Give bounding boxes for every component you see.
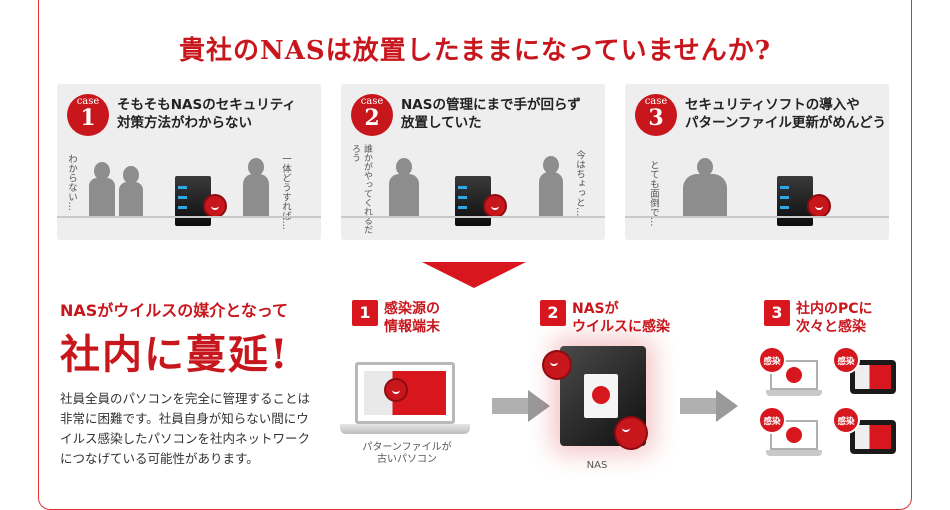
step-number: 1 <box>352 300 378 326</box>
person-silhouette <box>539 156 563 218</box>
case-card-2: case 2 NASの管理にまで手が回らず 放置していた 誰かがやってくれるだろ… <box>341 84 605 240</box>
infected-badge: 感染 <box>832 406 860 434</box>
step-2-label: 2 NASがウイルスに感染 <box>540 300 670 336</box>
floor-line <box>57 216 321 218</box>
person-silhouette <box>89 162 115 218</box>
case-text-line2: 放置していた <box>401 115 482 131</box>
caption-line2: 古いパソコン <box>377 454 437 465</box>
step-line1: NASが <box>572 301 619 317</box>
floor-line <box>625 216 889 218</box>
case-word: case <box>76 96 100 107</box>
step-2-caption: NAS <box>586 460 608 471</box>
case-card-3: case 3 セキュリティソフトの導入や パターンファイル更新がめんどう とても… <box>625 84 889 240</box>
step-line2: 次々と感染 <box>796 319 866 335</box>
flow-arrow-icon <box>492 390 550 422</box>
step-number: 3 <box>764 300 790 326</box>
case-number: 1 <box>80 105 96 131</box>
infected-badge: 感染 <box>758 346 786 374</box>
case-text: NASの管理にまで手が回らず 放置していた <box>401 96 581 132</box>
spread-headline: 社内に蔓延! <box>60 331 290 378</box>
step-line1: 感染源の <box>384 301 440 317</box>
thought-left: わからない… <box>66 154 77 211</box>
down-arrow-icon <box>422 262 526 288</box>
person-silhouette <box>243 158 269 218</box>
case-text: セキュリティソフトの導入や パターンファイル更新がめんどう <box>685 96 886 132</box>
case-number: 3 <box>648 105 664 131</box>
infected-badge: 感染 <box>758 406 786 434</box>
flow-arrow-icon <box>680 390 738 422</box>
case-card-1: case 1 そもそもNASのセキュリティ 対策方法がわからない わからない… … <box>57 84 321 240</box>
virus-icon <box>809 196 829 216</box>
person-silhouette <box>119 166 143 218</box>
case-text-line2: 対策方法がわからない <box>117 115 252 131</box>
case-text-line2: パターンファイル更新がめんどう <box>685 115 887 131</box>
nas-device-icon <box>777 176 813 226</box>
step-line1: 社内のPCに <box>796 301 873 317</box>
person-silhouette <box>683 158 727 218</box>
step-1-label: 1 感染源の情報端末 <box>352 300 440 336</box>
spread-lead: NASがウイルスの媒介となって <box>60 301 289 320</box>
case-badge: case 3 <box>635 94 677 136</box>
virus-icon <box>205 196 225 216</box>
step-number: 2 <box>540 300 566 326</box>
case-text: そもそもNASのセキュリティ 対策方法がわからない <box>117 96 296 132</box>
infected-badge: 感染 <box>832 346 860 374</box>
case-badge: case 1 <box>67 94 109 136</box>
case-text-line1: セキュリティソフトの導入や <box>685 97 860 113</box>
case-word: case <box>360 96 384 107</box>
person-silhouette <box>389 158 419 218</box>
virus-icon <box>386 380 406 400</box>
virus-icon <box>485 196 505 216</box>
case-badge: case 2 <box>351 94 393 136</box>
step-line2: ウイルスに感染 <box>572 319 670 335</box>
floor-line <box>341 216 605 218</box>
spread-description: 社員全員のパソコンを完全に管理することは非常に困難です。社員自身が知らない間にウ… <box>60 391 311 466</box>
virus-icon <box>544 352 570 378</box>
step-line2: 情報端末 <box>384 319 440 335</box>
caption-line1: パターンファイルが <box>362 442 452 453</box>
step-3-label: 3 社内のPCに次々と感染 <box>764 300 873 336</box>
thought-right: 一体どうすれば… <box>280 154 291 230</box>
case-text-line1: そもそもNASのセキュリティ <box>117 97 296 113</box>
case-number: 2 <box>364 105 380 131</box>
case-text-line1: NASの管理にまで手が回らず <box>401 97 581 113</box>
virus-icon <box>616 418 646 448</box>
laptop-base <box>340 424 470 434</box>
headline: 貴社のNASは放置したままになっていませんか? <box>178 36 772 66</box>
step-1-caption: パターンファイルが 古いパソコン <box>352 442 462 466</box>
thought-left: とても面倒で… <box>648 160 659 227</box>
case-word: case <box>644 96 668 107</box>
thought-right: 今はちょっと… <box>574 150 585 217</box>
thought-left: 誰かがやってくれるだろう <box>350 144 372 234</box>
